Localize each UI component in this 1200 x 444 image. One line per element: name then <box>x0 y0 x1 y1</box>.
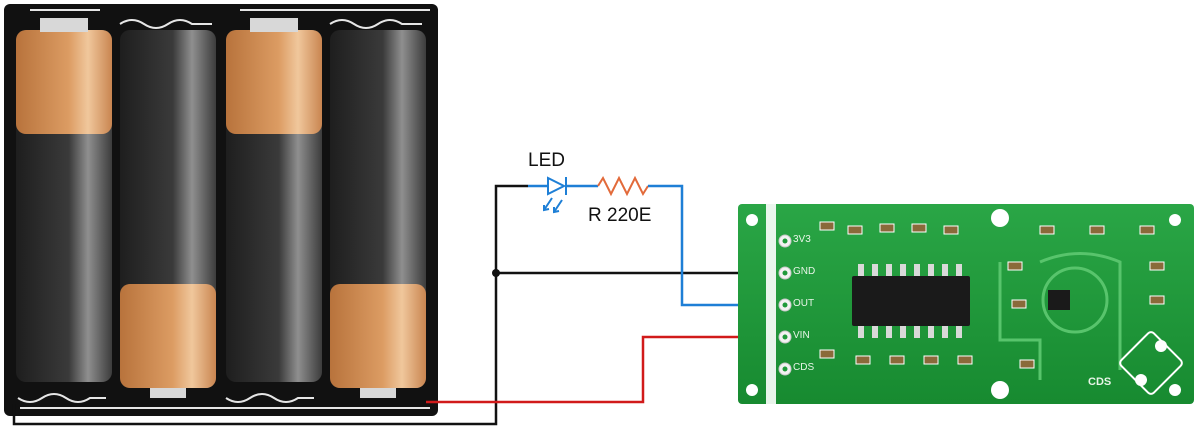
wire-negative <box>12 184 528 426</box>
cds-label: CDS <box>1088 376 1112 388</box>
battery-holder <box>4 4 438 416</box>
wire-positive <box>426 335 790 404</box>
battery-2 <box>120 30 216 398</box>
top-springs <box>30 9 430 29</box>
resistor-symbol <box>597 175 649 197</box>
battery-4 <box>330 30 426 398</box>
led-label: LED <box>528 150 565 171</box>
cds-pad <box>1119 331 1183 395</box>
bottom-springs <box>17 393 430 409</box>
sensor-module <box>738 204 1194 404</box>
pin-label-3v3: 3V3 <box>793 234 811 245</box>
pin-label-cds: CDS <box>793 362 815 373</box>
pin-labels: 3V3 GND OUT VIN CDS <box>790 234 815 398</box>
pin-label-vin: VIN <box>793 330 810 341</box>
smd-components <box>819 221 1165 369</box>
pin-label-gnd: GND <box>793 266 816 277</box>
resistor-label: R 220E <box>588 205 652 226</box>
led-symbol <box>543 176 567 214</box>
battery-3 <box>226 18 322 382</box>
pin-label-out: OUT <box>793 298 815 309</box>
battery-holder-case <box>4 4 438 416</box>
wire-signal <box>648 184 790 307</box>
junction-dot <box>492 269 500 277</box>
battery-1 <box>16 18 112 382</box>
antenna-trace <box>998 252 1122 380</box>
ic-chip <box>852 276 970 326</box>
transistor <box>1048 290 1070 310</box>
